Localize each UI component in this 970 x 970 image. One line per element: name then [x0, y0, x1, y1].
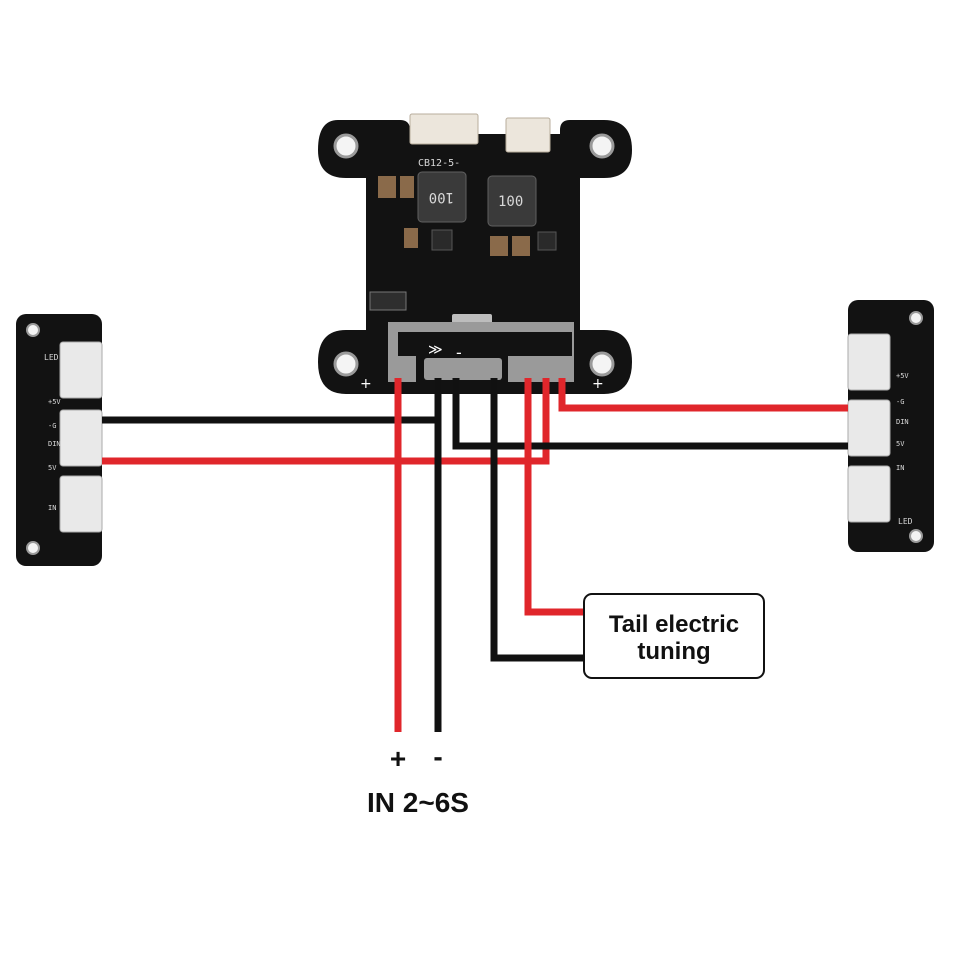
- inductor-right-label: 100: [498, 194, 523, 210]
- capacitor: [404, 228, 418, 248]
- led-board-left-label: IN: [48, 504, 56, 512]
- input-plus-sign: +: [390, 743, 406, 774]
- ic-chip: [431, 229, 453, 251]
- mount-hole: [333, 133, 359, 159]
- capacitor: [512, 236, 530, 256]
- led-connector: [847, 399, 891, 457]
- mount-hole: [26, 541, 40, 555]
- led-connector: [59, 341, 103, 399]
- ic-chip: [537, 231, 557, 251]
- led-board-right-label: +5V: [896, 372, 909, 380]
- callout-line2: tuning: [637, 638, 710, 665]
- pad-plus-right-label: +: [592, 376, 604, 392]
- mount-hole: [909, 311, 923, 325]
- led-board-left-label: 5V: [48, 464, 57, 472]
- led-board-right-led-text: LED: [898, 517, 913, 526]
- diode: [369, 291, 407, 311]
- mount-hole: [909, 529, 923, 543]
- mount-hole: [589, 351, 615, 377]
- wire-black-tail-esc: [490, 378, 584, 662]
- power-pad: [388, 322, 574, 382]
- led-board-left-label: -G: [48, 422, 56, 430]
- mount-hole: [333, 351, 359, 377]
- led-board-right-label: IN: [896, 464, 904, 472]
- pad-plus-left-label: +: [360, 376, 372, 392]
- led-connector: [847, 465, 891, 523]
- led-board-left-label: +5V: [48, 398, 61, 406]
- led-board-right-label: -G: [896, 398, 904, 406]
- board-silkscreen: CB12-5-: [418, 158, 460, 169]
- wire-red-tail-esc: [524, 378, 584, 616]
- input-label: + - IN 2~6S: [367, 741, 469, 818]
- inductor-right: [487, 175, 537, 227]
- input-minus-sign: -: [433, 741, 442, 772]
- jst-connector-2pin: [505, 117, 551, 153]
- led-board-left-label: DIN: [48, 440, 61, 448]
- led-connector: [59, 475, 103, 533]
- led-connector: [847, 333, 891, 391]
- main-board-body: [318, 120, 632, 394]
- wire-black-right-led: [452, 378, 848, 450]
- callout-box: [583, 593, 765, 679]
- capacitor: [490, 236, 508, 256]
- wires: [102, 378, 848, 732]
- led-board-right: LED +5V -G DIN 5V IN: [847, 300, 934, 552]
- signal-pad-strip: [424, 358, 502, 380]
- led-board-right-label: DIN: [896, 418, 909, 426]
- pad-minus-label: -: [456, 343, 462, 362]
- main-board: CB12-5- 100 100 ≫ - + +: [318, 113, 632, 394]
- callout-line1: Tail electric: [609, 611, 739, 638]
- inductor-left: [417, 171, 467, 223]
- led-board-right-label: 5V: [896, 440, 905, 448]
- mount-hole: [26, 323, 40, 337]
- capacitor: [400, 176, 414, 198]
- inductor-left-label: 100: [429, 189, 454, 205]
- led-board-left: LED +5V -G DIN 5V IN: [16, 314, 103, 566]
- led-board-left-led-text: LED: [44, 353, 59, 362]
- jst-connector-6pin: [409, 113, 479, 145]
- mount-hole: [589, 133, 615, 159]
- wire-red-right-led: [558, 378, 848, 412]
- wire-red-left-led: [102, 378, 550, 465]
- tail-esc-callout: Tail electric tuning: [583, 593, 765, 679]
- pad-arrow-mark: ≫: [428, 342, 443, 358]
- input-voltage-label: IN 2~6S: [367, 787, 469, 818]
- capacitor: [378, 176, 396, 198]
- led-connector: [59, 409, 103, 467]
